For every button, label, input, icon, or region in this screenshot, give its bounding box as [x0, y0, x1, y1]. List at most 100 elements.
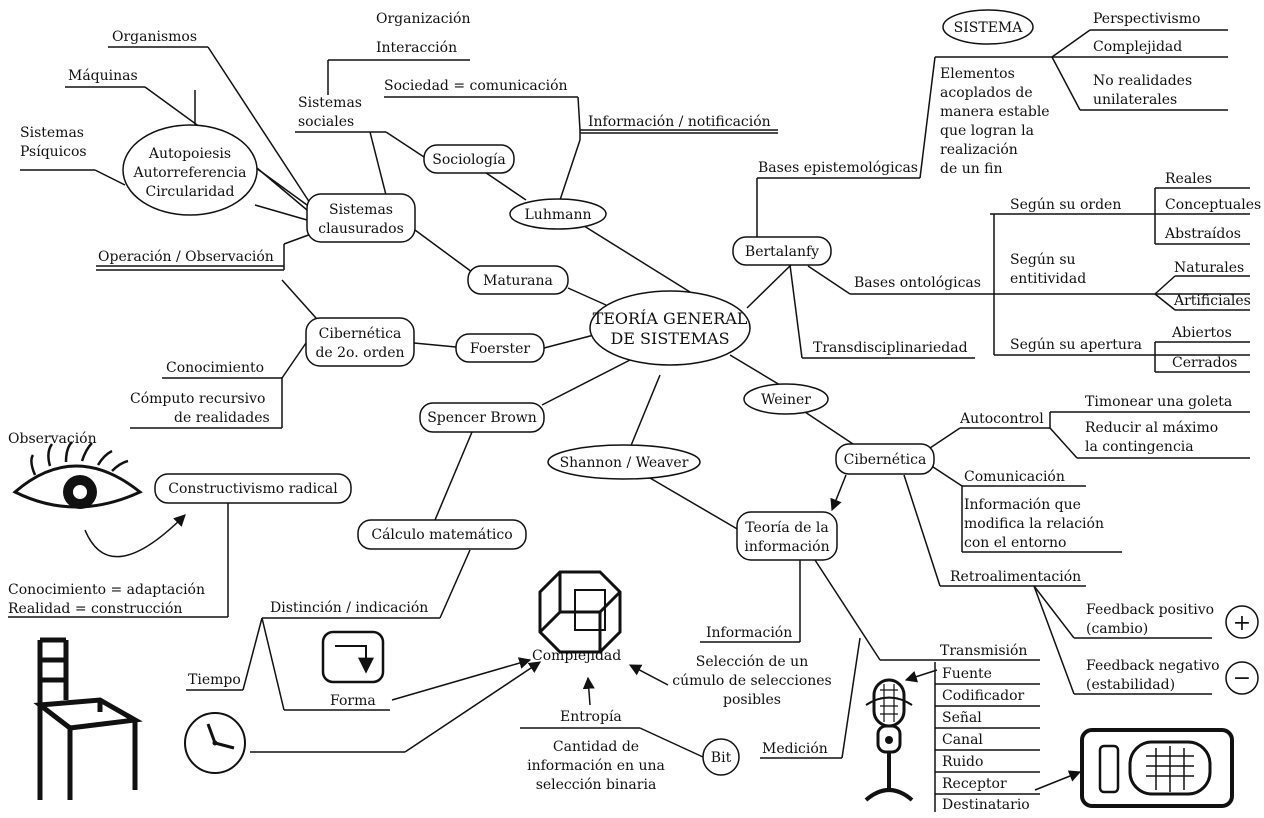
- entropia-label: Entropía: [560, 709, 622, 725]
- node-calculo: Cálculo matemático: [357, 519, 527, 550]
- plus-icon: +: [1225, 605, 1259, 639]
- sistema-desc-line: manera estable: [940, 104, 1050, 120]
- conceptuales-label: Conceptuales: [1165, 197, 1261, 213]
- svg-text:−: −: [1233, 666, 1251, 691]
- cibernetica-label: Cibernética: [844, 452, 927, 468]
- bases-onto-label: Bases ontológicas: [854, 275, 981, 291]
- node-cibernetica-2o: Cibernética de 2o. orden: [305, 317, 415, 367]
- calculo-label: Cálculo matemático: [371, 527, 512, 543]
- medicion-label: Medición: [762, 741, 828, 757]
- cerrados-label: Cerrados: [1172, 355, 1237, 371]
- seleccion-line-1: Selección de un: [696, 654, 808, 670]
- sistema-desc-line: de un fin: [940, 161, 1003, 177]
- segun-apertura-label: Según su apertura: [1010, 337, 1142, 353]
- svg-text:+: +: [1233, 611, 1251, 636]
- sistema-desc-line: Elementos: [940, 66, 1015, 82]
- transmision-item: Fuente: [942, 666, 992, 682]
- bit-label: Bit: [711, 750, 732, 766]
- autopoiesis-line-1: Autopoiesis: [148, 146, 231, 162]
- observacion-label: Observación: [8, 431, 97, 447]
- operacion-label: Operación / Observación: [98, 249, 274, 265]
- node-autopoiesis: Autopoiesis Autorreferencia Circularidad: [122, 124, 258, 216]
- segun-entitividad-line-2: entitividad: [1010, 271, 1086, 287]
- clock-icon: [184, 712, 246, 774]
- center-title-line-2: DE SISTEMAS: [610, 329, 729, 348]
- info-modifica-line-3: con el entorno: [964, 535, 1066, 551]
- seleccion-line-3: posibles: [723, 692, 781, 708]
- timonear-label: Timonear una goleta: [1085, 394, 1232, 410]
- foerster-label: Foerster: [470, 341, 530, 357]
- complejidad2-label: Complejidad: [1093, 39, 1182, 55]
- sociales-line-2: sociales: [298, 114, 354, 130]
- reducir-line-1: Reducir al máximo: [1085, 420, 1218, 436]
- node-bit: Bit: [702, 738, 740, 776]
- psiquicos-line-2: Psíquicos: [20, 144, 87, 160]
- node-sistemas-clausurados: Sistemas clausurados: [306, 193, 416, 243]
- bertalanfy-label: Bertalanfy: [745, 244, 819, 260]
- maturana-label: Maturana: [483, 273, 553, 289]
- transmision-item: Codificador: [942, 688, 1024, 704]
- feedback-pos-line-1: Feedback positivo: [1086, 602, 1214, 618]
- node-weiner: Weiner: [743, 383, 829, 415]
- sistema-label: SISTEMA: [954, 20, 1024, 36]
- no-realidades-line-1: No realidades: [1093, 73, 1192, 89]
- sistemas-clausurados-line-2: clausurados: [318, 221, 404, 237]
- autopoiesis-line-3: Circularidad: [145, 184, 234, 200]
- autocontrol-label: Autocontrol: [959, 411, 1044, 427]
- info-modifica-line-2: modifica la relación: [964, 516, 1104, 532]
- node-foerster: Foerster: [455, 333, 545, 363]
- maquinas-label: Máquinas: [68, 68, 138, 84]
- feedback-pos-line-2: (cambio): [1086, 621, 1148, 637]
- center-node: TEORÍA GENERAL DE SISTEMAS: [589, 290, 751, 366]
- tiempo-label: Tiempo: [188, 672, 241, 688]
- arrows: [84, 474, 1082, 791]
- forma-label: Forma: [330, 693, 376, 709]
- transmision-item: Destinatario: [942, 797, 1030, 813]
- bases-epist-label: Bases epistemológicas: [758, 160, 918, 176]
- sistema-desc-line: realización: [940, 142, 1018, 158]
- node-shannon: Shannon / Weaver: [547, 444, 701, 480]
- cantidad-line-2: información en una: [527, 758, 665, 774]
- eye-icon: [12, 441, 143, 509]
- node-bertalanfy: Bertalanfy: [732, 236, 832, 266]
- segun-entitividad-line-1: Según su: [1010, 252, 1076, 268]
- comunicacion-label: Comunicación: [964, 469, 1065, 485]
- node-maturana: Maturana: [467, 265, 569, 295]
- labels: Organización Interacción Sociedad = comu…: [8, 11, 1261, 813]
- complexity-cube-icon: [538, 570, 622, 654]
- teoria-info-line-1: Teoría de la: [745, 520, 828, 536]
- radio-icon: [1080, 728, 1234, 808]
- adaptacion-line-2: Realidad = construcción: [8, 601, 182, 617]
- sociales-line-1: Sistemas: [298, 95, 362, 111]
- node-sociologia: Sociología: [423, 144, 515, 174]
- connector-lines: [8, 29, 1250, 812]
- center-title-line-1: TEORÍA GENERAL: [593, 308, 748, 328]
- organismos-label: Organismos: [112, 29, 197, 45]
- psiquicos-line-1: Sistemas: [20, 125, 84, 141]
- artificiales-label: Artificiales: [1173, 293, 1251, 309]
- adaptacion-line-1: Conocimiento = adaptación: [8, 582, 205, 598]
- autopoiesis-line-2: Autorreferencia: [133, 165, 247, 181]
- transdisciplinariedad-label: Transdisciplinariedad: [813, 340, 968, 356]
- cantidad-line-3: selección binaria: [536, 777, 657, 793]
- reducir-line-2: la contingencia: [1085, 439, 1194, 455]
- spencer-brown-label: Spencer Brown: [427, 410, 537, 426]
- constructivismo-label: Constructivismo radical: [168, 481, 338, 497]
- info-modifica-line-1: Información que: [964, 497, 1081, 513]
- luhmann-label: Luhmann: [525, 207, 592, 223]
- interaccion-label: Interacción: [376, 40, 457, 56]
- computo-line-2: de realidades: [174, 410, 270, 426]
- naturales-label: Naturales: [1174, 260, 1244, 276]
- cantidad-line-1: Cantidad de: [553, 739, 639, 755]
- transmision-label: Transmisión: [940, 643, 1027, 659]
- transmision-item: Señal: [942, 710, 982, 726]
- retroalimentacion-label: Retroalimentación: [950, 569, 1081, 585]
- microphone-icon: [864, 678, 914, 802]
- node-constructivismo: Constructivismo radical: [154, 473, 352, 504]
- forma-icon: [321, 630, 385, 684]
- conocimiento-label: Conocimiento: [166, 360, 264, 376]
- shannon-label: Shannon / Weaver: [560, 455, 689, 471]
- node-cibernetica: Cibernética: [835, 443, 935, 475]
- node-luhmann: Luhmann: [509, 198, 607, 230]
- informacion-label: Información: [706, 625, 792, 641]
